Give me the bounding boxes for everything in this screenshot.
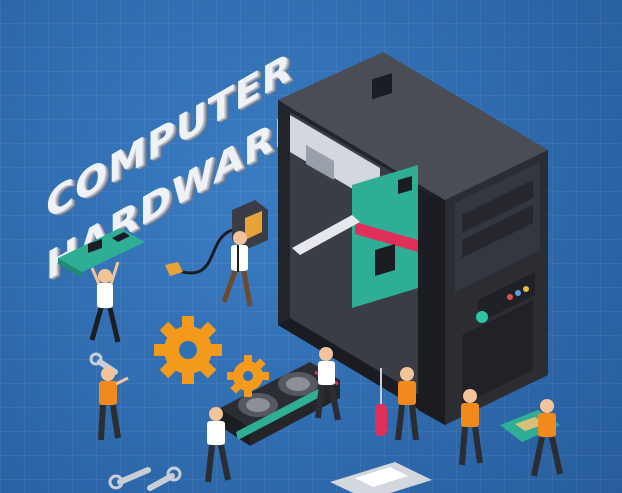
worker-icon [89,261,121,343]
worker-icon [221,231,253,307]
screwdriver-icon [375,368,387,436]
motherboard-icon [58,228,145,278]
worker-icon [205,407,231,483]
worker-icon [531,399,563,477]
worker-icon [459,389,483,466]
worker-icon [395,367,419,441]
worker-icon [315,347,341,421]
motherboard-icon [292,73,418,308]
drive-icon [330,462,432,493]
cable-icon [165,200,268,276]
gear-icon [154,316,269,397]
graphics-card-icon [220,362,340,446]
worker-icon [98,367,129,441]
